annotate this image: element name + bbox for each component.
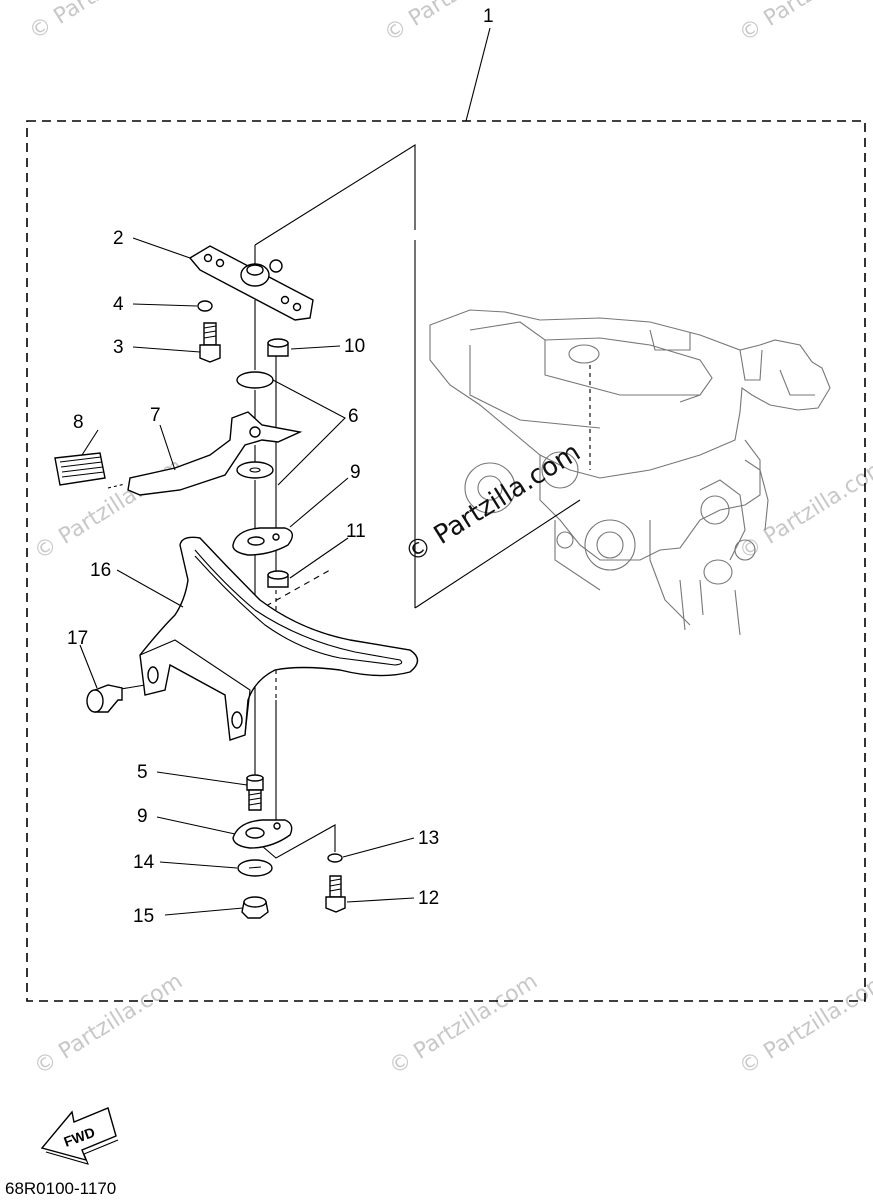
callout-13: 13 <box>418 828 439 849</box>
callout-4: 4 <box>113 294 124 315</box>
part-7-lever <box>127 411 303 496</box>
callout-2: 2 <box>113 228 124 249</box>
callout-9-lower: 9 <box>137 806 148 827</box>
callout-6: 6 <box>348 406 359 427</box>
watermark-text: © Partzilla.com <box>735 0 873 47</box>
callout-16: 16 <box>90 560 111 581</box>
callout-14: 14 <box>133 852 155 873</box>
part-14-washer <box>237 859 273 877</box>
callout-15: 15 <box>133 906 154 927</box>
center-watermark: © Partzilla.com <box>400 437 586 569</box>
part-9-lower-plate <box>232 819 293 849</box>
drawing-code: 68R0100-1170 <box>5 1179 116 1198</box>
part-13-washer <box>327 853 343 863</box>
part-2-bracket-plate <box>188 245 314 321</box>
leader-line <box>465 27 491 122</box>
callout-12: 12 <box>418 888 439 909</box>
part-15-nut <box>241 896 269 919</box>
callout-11: 11 <box>346 521 366 542</box>
callout-8: 8 <box>73 412 84 433</box>
part-8-grip <box>54 452 126 489</box>
part-6-washer <box>236 461 274 479</box>
callout-10: 10 <box>344 336 365 357</box>
callout-17: 17 <box>67 628 88 649</box>
kit-boundary <box>26 120 866 1002</box>
callout-3: 3 <box>113 337 124 358</box>
part-3-bolt <box>199 322 221 363</box>
callout-7: 7 <box>150 405 161 426</box>
washer-hole <box>249 467 261 473</box>
watermark-text: © Partzilla.com <box>25 0 182 45</box>
callout-leaders <box>79 237 415 916</box>
callout-5: 5 <box>137 762 148 783</box>
callout-labels: 1 2 3 4 5 6 7 8 9 9 10 11 12 13 14 15 16… <box>67 6 494 927</box>
part-12-bolt <box>325 875 346 913</box>
fwd-arrow-icon: FWD <box>40 1107 119 1165</box>
watermark-text: © Partzilla.com <box>735 454 873 565</box>
part-6-washer <box>236 371 274 389</box>
part-10-collar <box>267 338 289 357</box>
engine-bracket <box>429 309 831 636</box>
part-9-plate <box>232 527 293 556</box>
callout-9: 9 <box>350 462 361 483</box>
part-17-bolt <box>86 684 123 713</box>
part-16-bracket <box>139 536 419 741</box>
watermark-text: © Partzilla.com <box>30 969 187 1080</box>
part-4-washer <box>197 300 213 312</box>
part-5-bolt <box>246 774 264 811</box>
watermark-text: © Partzilla.com <box>735 969 873 1080</box>
watermark-text: © Partzilla.com <box>385 969 542 1080</box>
callout-1: 1 <box>483 6 494 27</box>
watermark-text: © Partzilla.com <box>380 0 537 47</box>
part-11-collar <box>267 570 289 588</box>
